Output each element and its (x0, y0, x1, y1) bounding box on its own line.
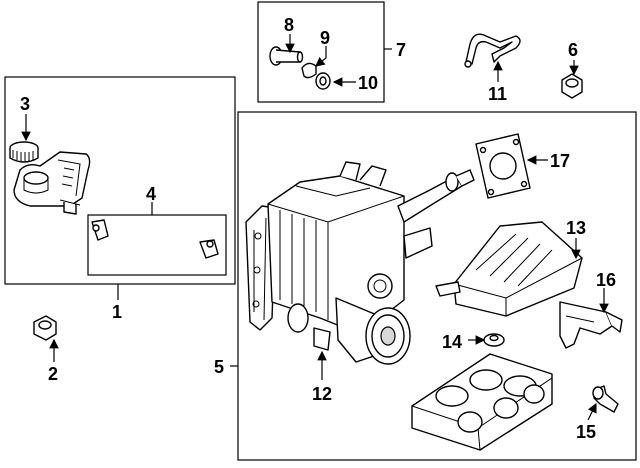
abs-actuator-assembly-part (245, 161, 475, 365)
callout-5: 5 (214, 357, 224, 377)
reservoir-group-box (4, 76, 236, 285)
callout-9: 9 (320, 28, 330, 48)
washer-part (315, 72, 331, 90)
pin-group-box (257, 1, 385, 103)
flange-nut-part (561, 73, 583, 99)
seal-washer-part (483, 333, 505, 347)
leader-lines (21, 34, 609, 421)
mounting-bolt-part (592, 385, 619, 413)
callout-1: 1 (112, 302, 122, 322)
control-unit-part (435, 221, 583, 317)
callout-12: 12 (312, 384, 332, 404)
callout-2: 2 (48, 364, 58, 384)
reservoir-cap-part (9, 141, 39, 163)
callout-14: 14 (442, 332, 462, 352)
callout-3: 3 (20, 94, 30, 114)
callout-6: 6 (568, 40, 578, 60)
callout-4: 4 (146, 184, 156, 204)
callout-11: 11 (488, 84, 507, 104)
pressure-sensor-part (559, 301, 623, 349)
mounting-nut-part (33, 315, 57, 341)
mounting-bracket-part (411, 353, 553, 451)
actuator-group-box (237, 111, 637, 461)
reservoir-hose-part (91, 219, 219, 260)
bracket-hose-part (464, 33, 521, 68)
callout-17: 17 (550, 151, 570, 171)
clip-part (301, 62, 317, 79)
callout-16: 16 (596, 270, 616, 290)
pin-part (269, 46, 304, 66)
gasket-plate-part (475, 133, 531, 199)
callout-10: 10 (358, 73, 378, 93)
callout-8: 8 (284, 15, 294, 35)
callout-7: 7 (396, 40, 406, 60)
hose-group-box (87, 214, 227, 276)
brake-reservoir-part (13, 151, 91, 215)
callout-13: 13 (566, 218, 586, 238)
callout-15: 15 (576, 422, 596, 442)
